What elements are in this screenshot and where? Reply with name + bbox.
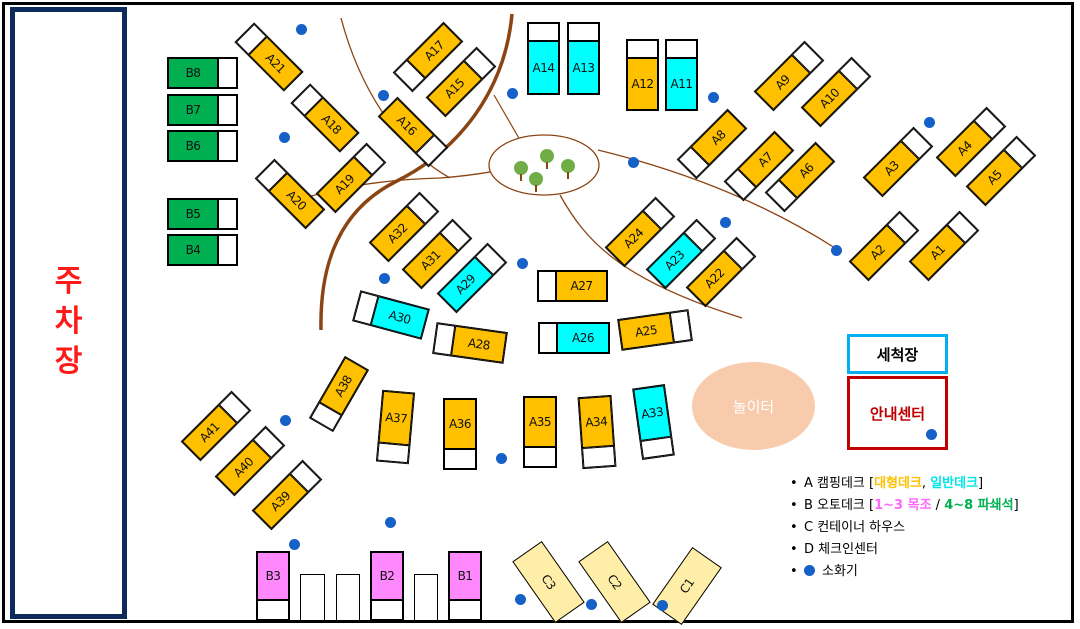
legend-d: •D 체크인센터 [790, 542, 878, 557]
fire-extinguisher-icon [379, 273, 390, 284]
site-B2[interactable]: B2 [370, 551, 404, 621]
fire-extinguisher-icon [496, 453, 507, 464]
fire-extinguisher-icon [279, 132, 290, 143]
fire-extinguisher-icon [289, 539, 300, 550]
fire-extinguisher-icon [517, 258, 528, 269]
site-A14[interactable]: A14 [527, 22, 560, 95]
fire-extinguisher-icon [515, 594, 526, 605]
parking-area: 주 차 장 [10, 7, 127, 619]
parking-label: 주 차 장 [54, 264, 83, 379]
fire-extinguisher-icon [831, 245, 842, 256]
fire-extinguisher-icon [720, 217, 731, 228]
legend-b: •B 오토데크 [1~3 목조 / 4~8 파쇄석] [790, 498, 1019, 513]
site-A34[interactable]: A34 [577, 394, 617, 470]
fire-extinguisher-icon [507, 88, 518, 99]
map-legend: •A 캠핑데크 [대형데크, 일반데크] •B 오토데크 [1~3 목조 / 4… [790, 473, 1019, 583]
legend-a: •A 캠핑데크 [대형데크, 일반데크] [790, 476, 984, 491]
fire-extinguisher-icon [804, 565, 815, 576]
site-A27[interactable]: A27 [537, 270, 608, 302]
fire-extinguisher-icon [385, 517, 396, 528]
site-A13[interactable]: A13 [567, 22, 600, 95]
site-empty-1 [300, 574, 325, 621]
fire-extinguisher-icon [628, 157, 639, 168]
shower-room[interactable]: 세척장 [847, 334, 948, 374]
site-empty-2 [336, 574, 360, 621]
site-B5[interactable]: B5 [167, 198, 238, 230]
legend-extinguisher: •소화기 [790, 564, 858, 579]
tree-icon [514, 149, 575, 192]
fire-extinguisher-icon [708, 92, 719, 103]
site-B1[interactable]: B1 [448, 551, 482, 621]
fire-extinguisher-icon [280, 415, 291, 426]
site-A26[interactable]: A26 [538, 322, 610, 354]
fire-extinguisher-icon [378, 90, 389, 101]
site-B3[interactable]: B3 [256, 551, 290, 621]
site-A12[interactable]: A12 [626, 39, 659, 111]
site-A35[interactable]: A35 [523, 396, 557, 468]
site-A11[interactable]: A11 [665, 39, 698, 111]
site-A37[interactable]: A37 [375, 389, 416, 465]
fire-extinguisher-icon [657, 600, 668, 611]
fire-extinguisher-icon [296, 24, 307, 35]
playground: 놀이터 [692, 362, 815, 450]
site-empty-3 [414, 574, 438, 621]
site-B6[interactable]: B6 [167, 130, 238, 162]
fire-extinguisher-icon [926, 429, 937, 440]
fire-extinguisher-icon [924, 117, 935, 128]
legend-c: •C 컨테이너 하우스 [790, 520, 906, 535]
site-B4[interactable]: B4 [167, 234, 238, 266]
site-B7[interactable]: B7 [167, 94, 238, 126]
fire-extinguisher-icon [586, 599, 597, 610]
site-B8[interactable]: B8 [167, 57, 238, 89]
site-A36[interactable]: A36 [443, 398, 477, 470]
